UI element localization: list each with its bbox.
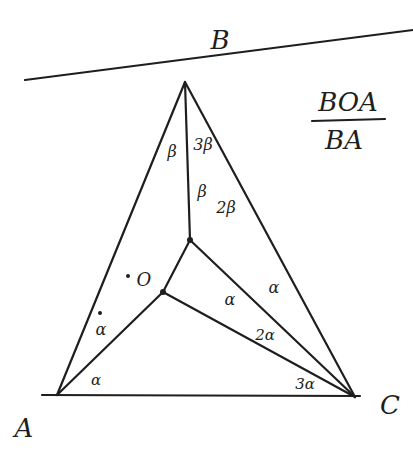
angle-label: 2α [255, 328, 275, 343]
vertex-label: B [210, 27, 229, 53]
angle-label: β [167, 144, 176, 160]
vertex-label: C [380, 392, 400, 418]
angle-label: 2β [216, 200, 235, 216]
angle-label: β [197, 184, 206, 200]
point-label: O [137, 271, 152, 289]
point-dot [187, 237, 193, 243]
fraction-denominator: BA [325, 127, 363, 153]
vertex-label: A [15, 415, 34, 441]
angle-label: 3α [295, 377, 315, 392]
angle-label: α [91, 373, 101, 388]
angle-label: α [269, 280, 280, 296]
cevian-line [190, 240, 355, 397]
angle-label: 3β [193, 137, 212, 153]
angle-label: α [225, 292, 236, 308]
mark-dot [98, 311, 102, 315]
mark-dot [126, 274, 130, 278]
cevian-line [163, 240, 190, 292]
side-ab [57, 82, 185, 395]
cevian-line [163, 292, 355, 397]
point-dot [160, 289, 166, 295]
cevian-line [185, 82, 190, 240]
fraction-bar [312, 119, 385, 121]
cevian-line [57, 292, 163, 395]
side-ac [42, 395, 360, 396]
angle-label: α [96, 322, 107, 338]
fraction-numerator: BOA [318, 89, 378, 115]
